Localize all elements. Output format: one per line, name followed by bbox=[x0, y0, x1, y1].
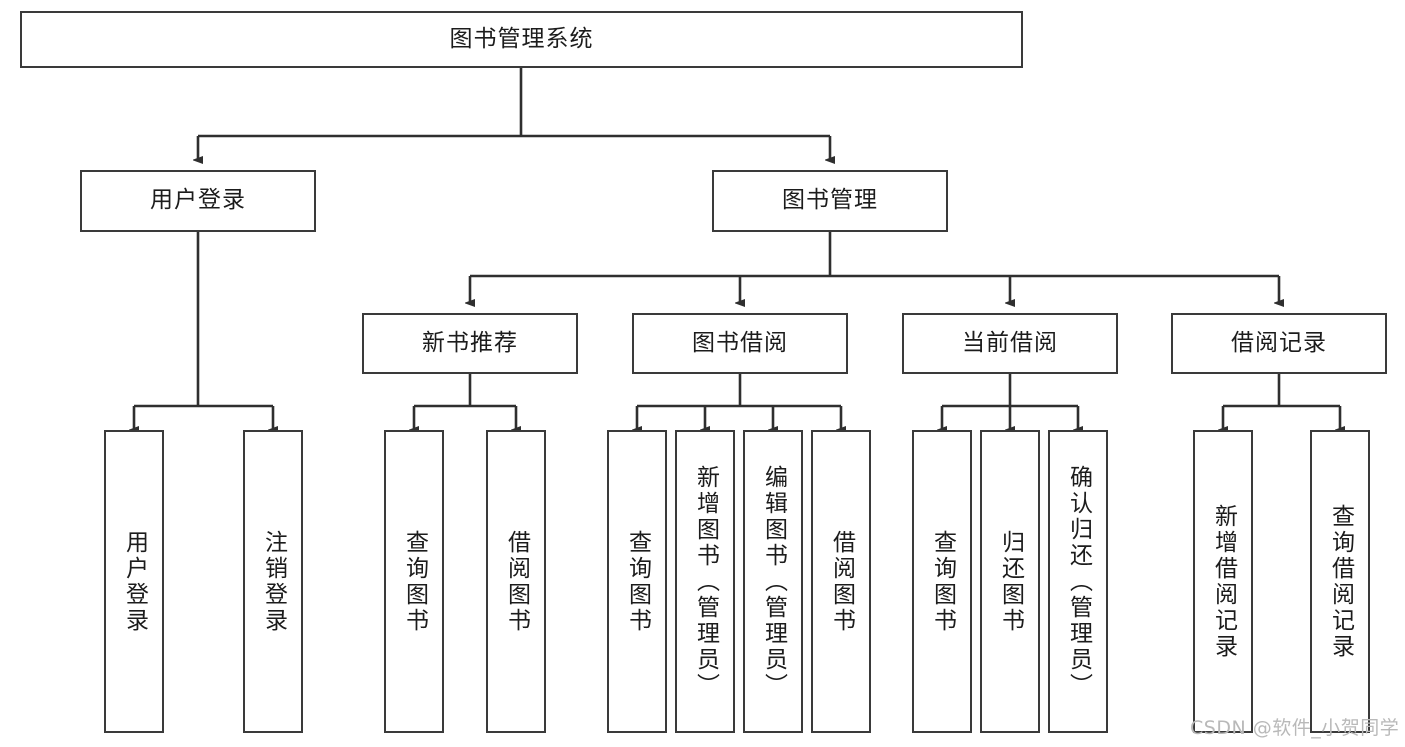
leaf-current-confirm-return-admin[interactable]: 确认归还（管理员） bbox=[1048, 430, 1108, 733]
node-label: 查询图书 bbox=[624, 529, 651, 634]
node-book-borrow[interactable]: 图书借阅 bbox=[632, 313, 848, 374]
leaf-borrow-edit-book-admin[interactable]: 编辑图书（管理员） bbox=[743, 430, 803, 733]
watermark-text: CSDN @软件_小贺同学 bbox=[1190, 717, 1400, 739]
node-book-management[interactable]: 图书管理 bbox=[712, 170, 948, 232]
node-label: 查询图书 bbox=[401, 529, 428, 634]
node-label: 当前借阅 bbox=[962, 329, 1058, 356]
leaf-logout[interactable]: 注销登录 bbox=[243, 430, 303, 733]
node-label: 注销登录 bbox=[260, 529, 287, 634]
leaf-user-login[interactable]: 用户登录 bbox=[104, 430, 164, 733]
node-user-login[interactable]: 用户登录 bbox=[80, 170, 316, 232]
node-label: 用户登录 bbox=[150, 187, 246, 214]
leaf-borrow-query-book[interactable]: 查询图书 bbox=[607, 430, 667, 733]
node-new-book-recommend[interactable]: 新书推荐 bbox=[362, 313, 578, 374]
node-label: 图书管理 bbox=[782, 187, 878, 214]
node-label: 用户登录 bbox=[121, 529, 148, 634]
node-root-system[interactable]: 图书管理系统 bbox=[20, 11, 1023, 68]
node-label: 借阅记录 bbox=[1231, 329, 1327, 356]
node-label: 查询借阅记录 bbox=[1327, 503, 1354, 660]
node-label: 编辑图书（管理员） bbox=[760, 464, 787, 699]
node-label: 新书推荐 bbox=[422, 329, 518, 356]
leaf-current-query-book[interactable]: 查询图书 bbox=[912, 430, 972, 733]
node-borrow-records[interactable]: 借阅记录 bbox=[1171, 313, 1387, 374]
node-label: 新增借阅记录 bbox=[1210, 503, 1237, 660]
node-label: 归还图书 bbox=[997, 529, 1024, 634]
node-label: 借阅图书 bbox=[828, 529, 855, 634]
node-current-borrow[interactable]: 当前借阅 bbox=[902, 313, 1118, 374]
node-label: 图书借阅 bbox=[692, 329, 788, 356]
node-label: 查询图书 bbox=[929, 529, 956, 634]
leaf-current-return-book[interactable]: 归还图书 bbox=[980, 430, 1040, 733]
leaf-recommend-query-book[interactable]: 查询图书 bbox=[384, 430, 444, 733]
node-label: 确认归还（管理员） bbox=[1065, 464, 1092, 699]
leaf-recommend-borrow-book[interactable]: 借阅图书 bbox=[486, 430, 546, 733]
leaf-records-query-record[interactable]: 查询借阅记录 bbox=[1310, 430, 1370, 733]
node-label: 图书管理系统 bbox=[449, 25, 594, 52]
node-label: 新增图书（管理员） bbox=[692, 464, 719, 699]
leaf-borrow-add-book-admin[interactable]: 新增图书（管理员） bbox=[675, 430, 735, 733]
node-label: 借阅图书 bbox=[503, 529, 530, 634]
leaf-borrow-borrow-book[interactable]: 借阅图书 bbox=[811, 430, 871, 733]
leaf-records-add-record[interactable]: 新增借阅记录 bbox=[1193, 430, 1253, 733]
